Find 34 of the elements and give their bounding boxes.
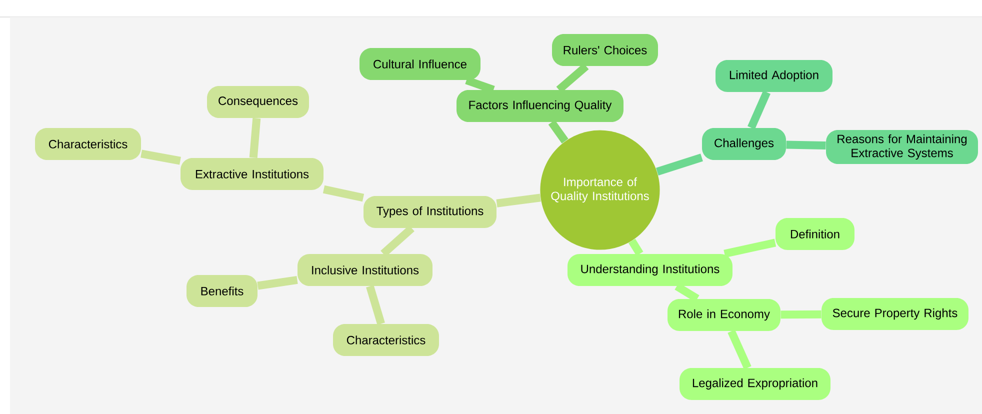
- connector-line: [496, 194, 541, 208]
- topic-box: Understanding Institutions: [568, 254, 732, 286]
- topic-box: Secure Property Rights: [822, 298, 968, 330]
- topic-box: Challenges: [702, 128, 786, 160]
- connector-line: [548, 120, 568, 144]
- connector-line: [257, 276, 298, 290]
- connector-line: [780, 310, 822, 319]
- connector-line: [380, 225, 414, 257]
- connector-line: [728, 330, 752, 370]
- connector-line: [748, 90, 770, 130]
- connector-line: [724, 238, 776, 258]
- topic-box: Types of Institutions: [364, 196, 496, 228]
- topic-box: Rulers' Choices: [552, 34, 658, 66]
- connector-line: [628, 238, 644, 256]
- topic-box: Definition: [776, 218, 854, 250]
- connector-line: [249, 118, 261, 158]
- topic-box: Inclusive Institutions: [298, 254, 432, 286]
- connector-line: [556, 63, 589, 93]
- connector-line: [656, 154, 703, 176]
- topic-box: Role in Economy: [668, 299, 780, 331]
- topic-box: Characteristics: [333, 324, 439, 356]
- topic-box: Legalized Expropriation: [680, 368, 830, 400]
- connector-line: [366, 285, 385, 325]
- topic-box: Benefits: [186, 275, 258, 307]
- connector-line: [140, 150, 181, 165]
- topic-box: Limited Adoption: [716, 60, 832, 92]
- connector-line: [786, 140, 826, 150]
- topic-box: Extractive Institutions: [180, 158, 324, 190]
- topic-box: Characteristics: [35, 128, 142, 160]
- topic-box: Consequences: [207, 86, 309, 118]
- topic-box: Factors Influencing Quality: [456, 90, 624, 122]
- topic-box: Reasons for Maintaining Extractive Systems: [826, 130, 978, 164]
- connector-line: [322, 185, 364, 202]
- topic-box: Cultural Influence: [360, 48, 480, 80]
